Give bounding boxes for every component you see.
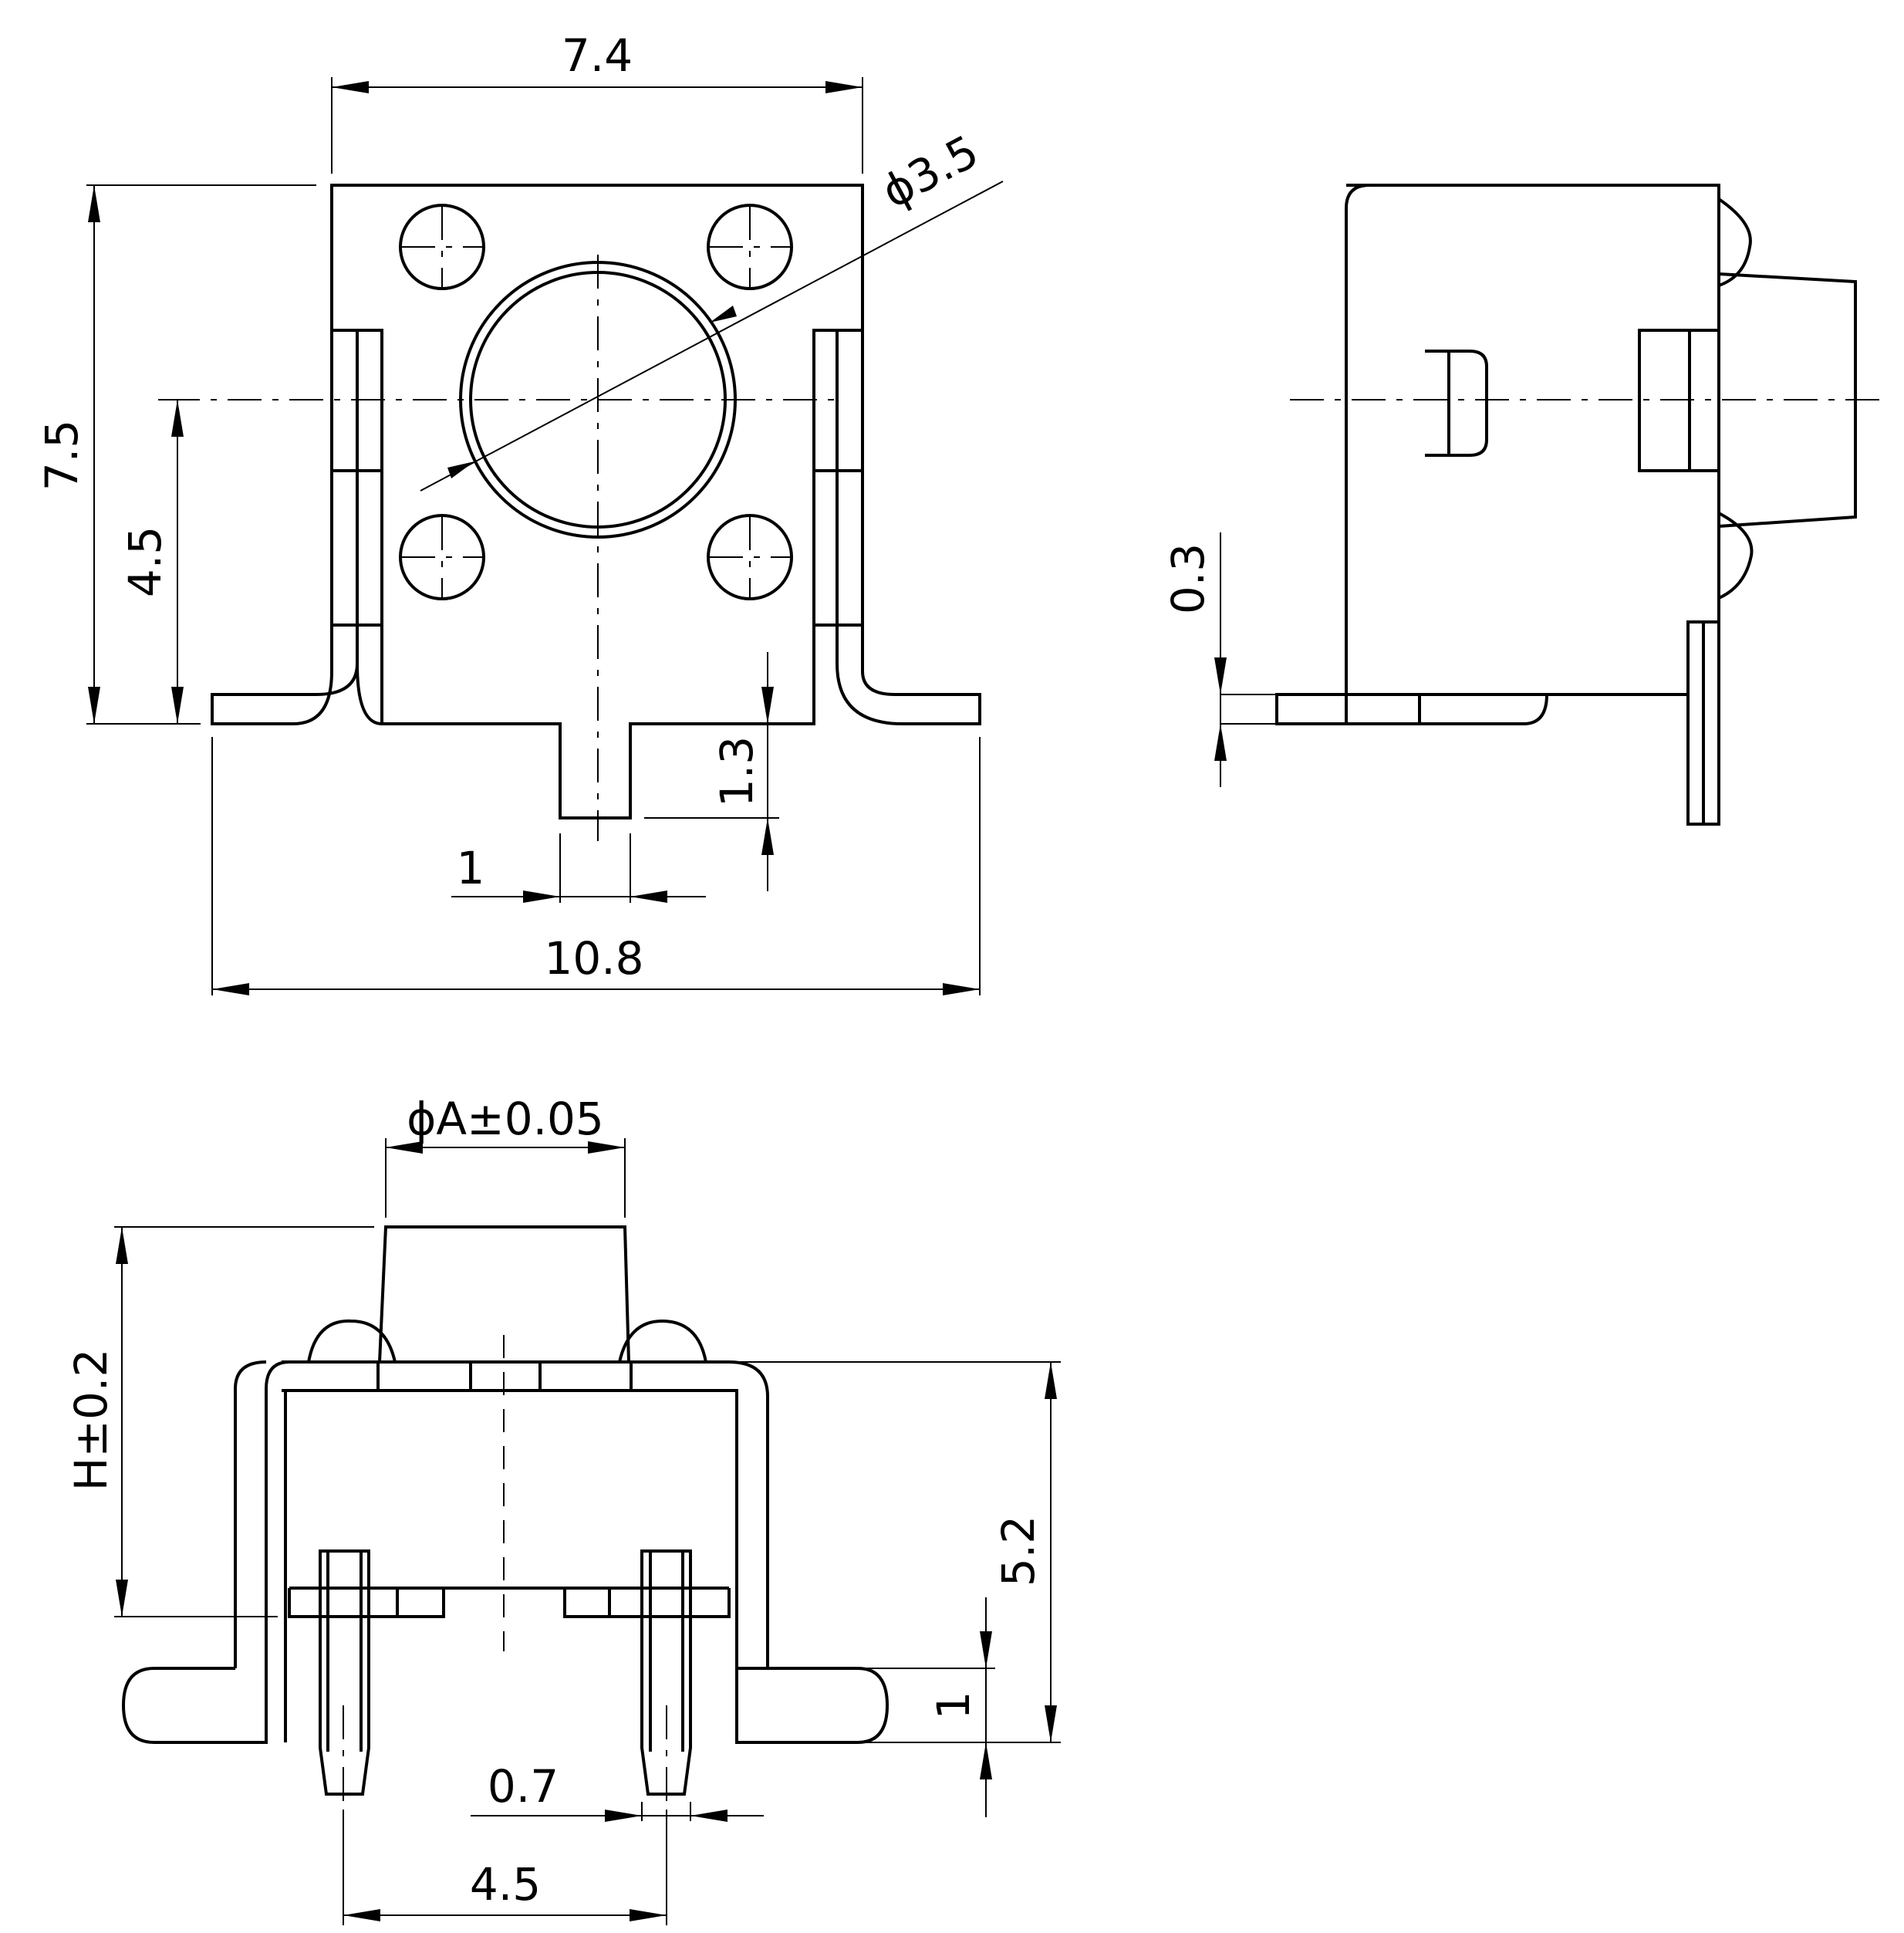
center-height-label: 4.5 <box>119 526 171 597</box>
front-view-dimensions: ϕA±0.05 H±0.2 5.2 1 0.7 4.5 <box>65 1093 1061 1925</box>
top-height-label: 7.5 <box>35 420 88 491</box>
actuator-diameter-label: ϕA±0.05 <box>407 1093 604 1145</box>
button-diameter-label: ϕ3.5 <box>873 125 987 218</box>
front-view <box>121 1225 890 1810</box>
pin-width-label: 0.7 <box>488 1760 559 1813</box>
top-view-dimensions: 7.4 7.5 4.5 ϕ3.5 1.3 1 10 <box>35 29 987 995</box>
front-view-right-pin <box>640 1549 692 1796</box>
side-view-leg <box>1275 693 1348 725</box>
leg-offset-label: 1 <box>927 1691 980 1720</box>
top-view-right-terminal <box>812 329 981 725</box>
top-view <box>166 181 1004 841</box>
body-height-label: 5.2 <box>992 1516 1045 1587</box>
stem-width-label: 1 <box>457 842 485 894</box>
top-width-label: 7.4 <box>562 29 633 82</box>
top-view-left-terminal <box>211 329 383 725</box>
pin-pitch-label: 4.5 <box>470 1858 541 1911</box>
side-view-body-outline <box>1345 184 1720 696</box>
stem-length-label: 1.3 <box>711 736 763 807</box>
side-view-pin <box>1686 620 1720 826</box>
front-view-left-leg <box>121 1667 268 1744</box>
side-view: 0.3 <box>1162 184 1882 826</box>
side-thickness-label: 0.3 <box>1162 543 1214 614</box>
front-view-right-leg <box>735 1651 890 1744</box>
actuator-height-label: H±0.2 <box>65 1349 117 1491</box>
front-view-left-pin <box>319 1549 370 1796</box>
top-view-mounting-holes <box>399 204 793 600</box>
overall-width-label: 10.8 <box>544 932 643 985</box>
